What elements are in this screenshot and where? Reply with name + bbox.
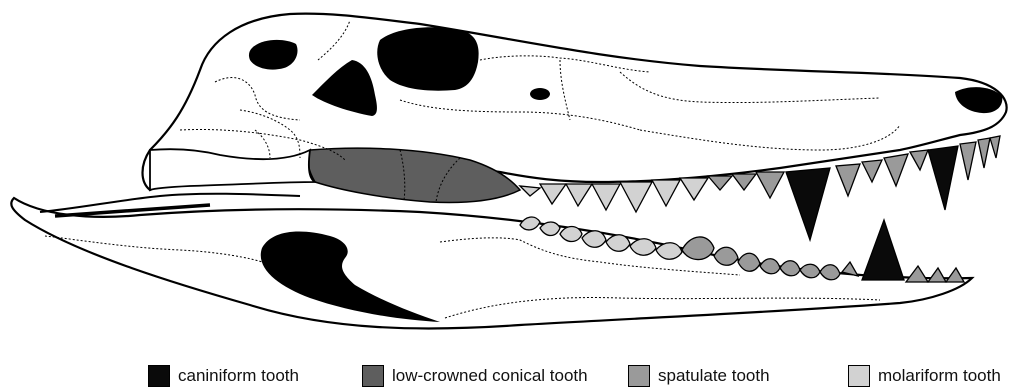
legend: caniniform tooth low-crowned conical too… xyxy=(0,363,1023,389)
upper-tooth-16 xyxy=(978,138,990,168)
legend-item-molariform: molariform tooth xyxy=(848,363,1001,389)
lower-caniniform xyxy=(862,220,904,280)
small-foramen xyxy=(530,88,550,100)
legend-swatch-molariform xyxy=(848,365,870,387)
upper-tooth-7 xyxy=(680,178,708,200)
legend-label-molariform: molariform tooth xyxy=(878,366,1001,386)
upper-tooth-3 xyxy=(566,184,592,206)
upper-tooth-6 xyxy=(652,180,680,206)
upper-caniniform-2 xyxy=(928,146,958,210)
legend-swatch-caniniform xyxy=(148,365,170,387)
upper-tooth-1 xyxy=(520,186,540,196)
upper-tooth-12 xyxy=(862,160,882,182)
upper-tooth-8 xyxy=(708,176,732,190)
upper-tooth-10 xyxy=(756,172,784,198)
legend-label-caniniform: caniniform tooth xyxy=(178,366,299,386)
lower-tooth-17 xyxy=(928,268,946,282)
legend-swatch-conical xyxy=(362,365,384,387)
lower-tooth-8 xyxy=(682,237,714,260)
mandible xyxy=(11,198,972,328)
legend-label-spatulate: spatulate tooth xyxy=(658,366,770,386)
upper-tooth-9 xyxy=(732,174,756,190)
legend-item-spatulate: spatulate tooth xyxy=(628,363,770,389)
upper-tooth-5 xyxy=(620,182,652,212)
legend-item-caniniform: caniniform tooth xyxy=(148,363,299,389)
upper-tooth-15 xyxy=(960,142,976,180)
legend-label-conical: low-crowned conical tooth xyxy=(392,366,588,386)
upper-caniniform-1 xyxy=(786,168,830,240)
lower-tooth-16 xyxy=(906,266,928,282)
upper-tooth-4 xyxy=(592,184,620,210)
orbit xyxy=(377,27,478,90)
upper-tooth-13 xyxy=(884,154,908,186)
lower-tooth-18 xyxy=(946,268,964,282)
upper-tooth-2 xyxy=(540,184,566,204)
legend-item-conical: low-crowned conical tooth xyxy=(362,363,588,389)
upper-tooth-11 xyxy=(836,164,860,196)
legend-swatch-spatulate xyxy=(628,365,650,387)
upper-tooth-14 xyxy=(910,150,928,170)
upper-tooth-17 xyxy=(990,136,1000,158)
